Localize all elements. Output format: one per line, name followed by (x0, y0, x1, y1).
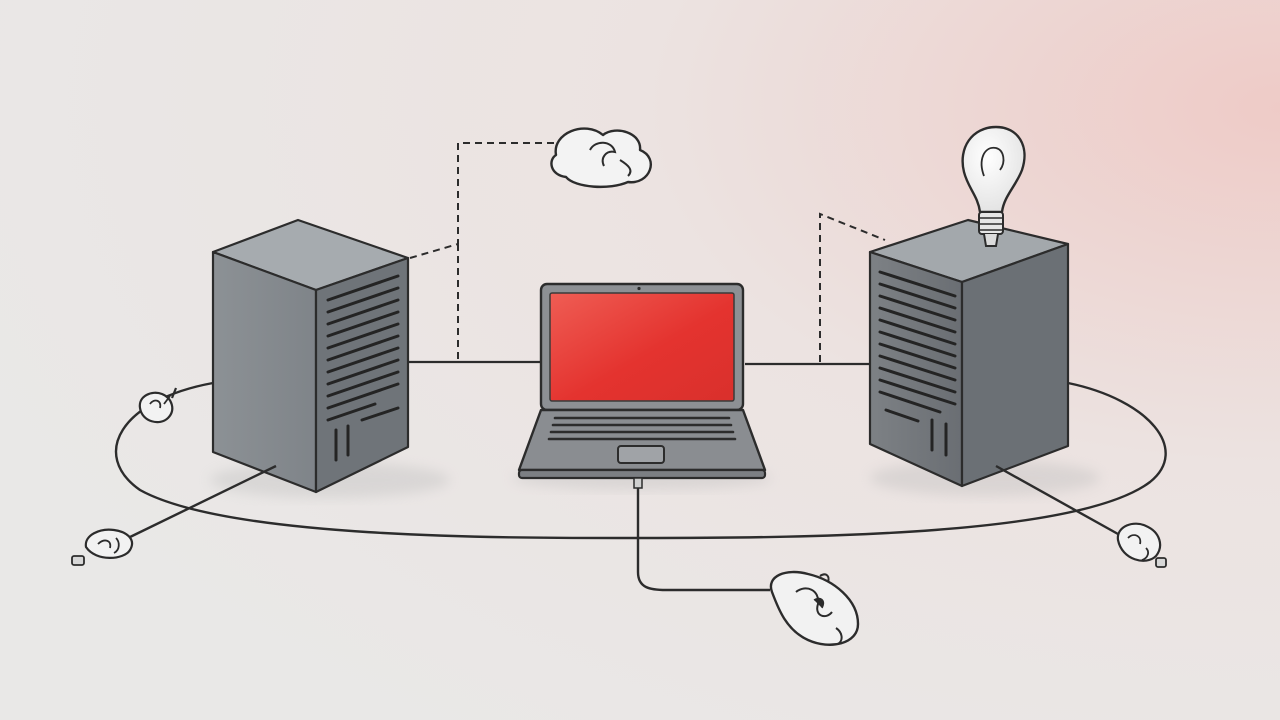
left-server-vents (326, 274, 400, 462)
left-server-cable (127, 464, 277, 540)
right-server-side (960, 242, 1070, 488)
left-server-front (211, 250, 318, 494)
laptop-screen (549, 292, 735, 402)
plug-bottom-left (71, 528, 134, 566)
lightbulb-icon (961, 125, 1026, 247)
cloud-icon (550, 127, 652, 189)
right-server-vents (878, 270, 957, 457)
left-server (211, 218, 410, 494)
laptop-camera (637, 286, 641, 291)
ring-cable (114, 381, 1167, 540)
right-server (868, 218, 1070, 488)
laptop-icon (517, 282, 767, 480)
right-server-cable (995, 464, 1119, 536)
laptop-keyboard (547, 416, 737, 441)
dashed-link-right (819, 212, 886, 362)
cable-plug-icon (71, 387, 1167, 646)
laptop-cable (636, 478, 770, 592)
plug-upper-left (138, 387, 178, 424)
plug-bottom-right (1116, 522, 1167, 568)
plug-bottom-center (769, 570, 860, 646)
laptop-trackpad (617, 445, 665, 464)
dashed-link-cloud (409, 142, 555, 360)
back-cable (408, 360, 870, 366)
